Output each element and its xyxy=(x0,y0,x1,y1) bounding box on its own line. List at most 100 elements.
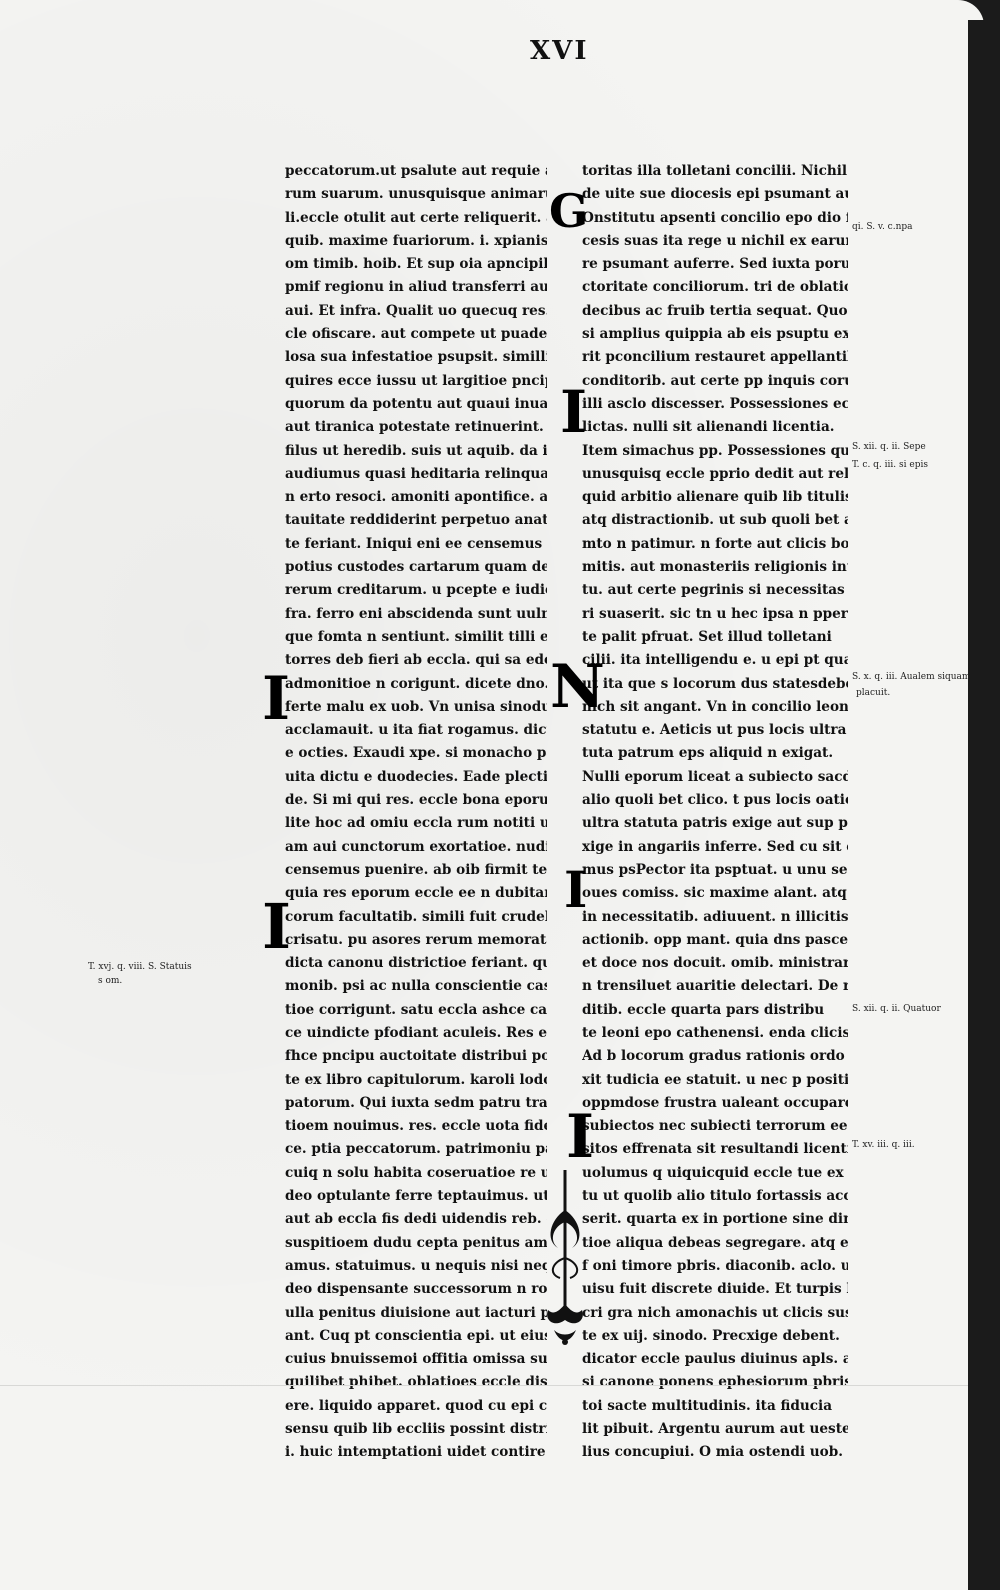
text-line-right: si amplius quippia ab eis psuptu extite xyxy=(582,326,848,343)
text-line-right: ut ita que s locorum dus statesdebet xyxy=(582,675,848,692)
page-edge-shadow xyxy=(968,20,984,1590)
text-line-left: aut ab eccla fis dedi uidendis reb. eccl… xyxy=(285,1211,547,1228)
text-line-left: corum facultatib. simili fuit crudelitat… xyxy=(285,908,547,925)
text-line-right: toi sacte multitudinis. ita fiducia xyxy=(582,1397,833,1414)
text-line-right: re psumant auferre. Sed iuxta porum au xyxy=(582,256,848,273)
initial-i-upper-right: I xyxy=(560,378,588,446)
initial-i-right-lower: I xyxy=(566,1102,595,1172)
text-line-left: ulla penitus diuisione aut iacturi pati xyxy=(285,1304,547,1321)
text-line-left: que fomta n sentiunt. similit tilli ex xyxy=(285,628,547,645)
text-line-left: losa sua infestatioe psupsit. simillit h… xyxy=(285,349,547,366)
text-line-left: lite hoc ad omiu eccla rum notiti uadit. xyxy=(285,815,547,832)
text-line-left: tioem nouimus. res. eccle uota fidelu xyxy=(285,1118,547,1135)
text-line-right: oppmdose frustra ualeant occupare xyxy=(582,1094,848,1111)
text-line-left: pmif regionu in aliud transferri aut xyxy=(285,279,547,296)
text-line-right: tu. aut certe pegrinis si necessitas lar… xyxy=(582,582,848,599)
text-line-right: uolumus q uiquicquid eccle tue ex reddi xyxy=(582,1164,848,1181)
text-line-left: deo optulante ferre teptauimus. ut xyxy=(285,1188,547,1205)
text-line-left: fra. ferro eni abscidenda sunt uulneri. xyxy=(285,605,547,622)
text-line-left: quires ecce iussu ut largitioe pncipu ut xyxy=(285,372,547,389)
text-line-left: ferte malu ex uob. Vn unisa sinodus surg… xyxy=(285,698,547,715)
text-line-left: ce uindicte pfodiant aculeis. Res eccla xyxy=(285,1024,547,1041)
margin-note-left-1a: T. xvj. q. viii. S. Statuis xyxy=(88,962,192,972)
text-line-right: tu ut quolib alio titulo fortassis acces xyxy=(582,1188,848,1205)
text-line-left: fhce pncipu auctoitate distribui poss xyxy=(285,1048,547,1065)
text-line-right: sitos effrenata sit resultandi licentia. xyxy=(582,1141,848,1158)
text-line-right: statutu e. Aeticis ut pus locis ultra st… xyxy=(582,722,848,739)
margin-note-right-1: qi. S. v. c.npa xyxy=(852,222,913,232)
text-line-left: dicta canonu districtioe feriant. quqi xyxy=(285,955,547,972)
text-line-right: tuta patrum eps aliquid n exigat. xyxy=(582,745,834,762)
margin-note-right-4: S. xii. q. ii. Quatuor xyxy=(852,1004,941,1014)
text-line-right: f oni timore pbris. diaconib. aclo. ut xyxy=(582,1257,848,1274)
text-line-right: mitis. aut monasteriis religionis intuit… xyxy=(582,559,848,576)
text-line-right: alio quoli bet clico. t pus locis oation… xyxy=(582,792,848,809)
text-line-right: ctoritate conciliorum. tri de oblationib… xyxy=(582,279,848,296)
text-line-right: cesis suas ita rege u nichil ex earum iu xyxy=(582,232,848,249)
text-line-right: mto n patimur. n forte aut clicis bonoru… xyxy=(582,535,848,552)
margin-note-right-3b: placuit. xyxy=(856,688,891,698)
text-line-left: quia res eporum eccle ee n dubitant. sin xyxy=(285,885,547,902)
text-line-left: suspitioem dudu cepta penitus amoue xyxy=(285,1234,547,1251)
text-line-left: ere. liquido apparet. quod cu epi con xyxy=(285,1397,547,1414)
text-line-right: Ad b locorum gradus rationis ordo distin xyxy=(582,1048,848,1065)
text-line-left: peccatorum.ut psalute aut requie anima xyxy=(285,163,547,179)
text-line-left: om timib. hoib. Et sup oia apncipib. xyxy=(285,256,547,273)
text-line-right: Nulli eporum liceat a subiecto sacdote u… xyxy=(582,768,848,785)
text-line-left: cle ofiscare. aut compete ut puade piu xyxy=(285,326,547,343)
text-line-right: te leoni epo cathenensi. enda clicis. xyxy=(582,1024,848,1041)
text-line-right: ri suaserit. sic tn u hec ipsa n pperpet… xyxy=(582,605,848,622)
initial-i-left-upper: I xyxy=(262,664,291,734)
margin-note-left-1b: s om. xyxy=(98,976,123,986)
margin-note-right-3a: S. x. q. iii. Aualem siquam xyxy=(852,672,971,682)
text-line-left: e octies. Exaudi xpe. si monacho pape. xyxy=(285,745,547,762)
text-line-left: de. Si mi qui res. eccle bona eporum in xyxy=(285,792,547,809)
text-line-left: tioe corrigunt. satu eccla ashce canoni xyxy=(285,1001,547,1018)
text-line-left: i. huic intemptationi uidet contire auc xyxy=(285,1444,547,1461)
text-line-right: n trensiluet auaritie delectari. De red xyxy=(582,978,848,995)
text-line-right: Onstitutu apsenti concilio epo dio ferre… xyxy=(582,209,848,226)
page-crease xyxy=(0,1385,984,1386)
text-line-right: cri gra nich amonachis ut clicis sus xyxy=(582,1304,848,1321)
text-line-left: cuiq n solu habita coseruatioe re uere xyxy=(285,1164,547,1181)
text-line-left: censemus puenire. ab oib firmit teni. xyxy=(285,861,547,878)
text-line-left: sensu quib lib eccliis possint distribu xyxy=(285,1421,547,1438)
text-line-left: admonitioe n corigunt. dicete dno. au xyxy=(285,675,547,692)
text-line-right: de uite sue diocesis epi psumant au xyxy=(582,186,848,203)
text-line-right: toritas illa tolletani concilii. Nichil xyxy=(582,163,848,179)
text-line-right: ultra statuta patris exige aut sup posit… xyxy=(582,815,848,832)
margin-note-right-2a: S. xii. q. ii. Sepe xyxy=(852,442,926,452)
text-line-right: ditib. eccle quarta pars distribu xyxy=(582,1001,825,1018)
text-line-right: actionib. opp mant. quia dns pascere xyxy=(582,931,848,948)
text-line-left: quorum da potentu aut quaui inuasione xyxy=(285,395,547,412)
initial-i-left-lower: I xyxy=(262,890,292,963)
text-line-right: subiectos nec subiecti terrorum ee suos … xyxy=(582,1118,848,1135)
initial-g: G xyxy=(549,184,589,238)
text-line-right: et doce nos docuit. omib. ministrare. xyxy=(582,955,848,972)
text-line-right: rit pconcilium restauret appellantib. ip… xyxy=(582,349,848,366)
text-line-left: ant. Cuq pt conscientia epi. ut eius xyxy=(285,1327,547,1344)
text-line-right: xige in angariis inferre. Sed cu sit opt… xyxy=(582,838,848,855)
text-line-left: monib. psi ac nulla conscientie castiga xyxy=(285,978,547,995)
text-line-right: te ex uij. sinodo. Precxige debent. xyxy=(582,1327,840,1344)
text-line-right: unusquisq eccle pprio dedit aut reli xyxy=(582,465,848,482)
text-line-right: quid arbitio alienare quib lib titulis xyxy=(582,489,848,506)
text-line-left: rum suarum. unusquisque animarum uenerab… xyxy=(285,186,547,203)
text-line-right: te palit pfruat. Set illud tolletani xyxy=(582,628,832,645)
text-line-left: ce. ptia peccatorum. patrimoniu paupm xyxy=(285,1141,547,1158)
margin-note-right-2b: T. c. q. iii. si epis xyxy=(852,460,928,470)
text-line-left: deo dispensante successorum n ro tpibus xyxy=(285,1281,547,1298)
text-line-left: audiumus quasi heditaria relinquat xyxy=(285,465,547,482)
flourish-ornament xyxy=(547,1170,583,1345)
text-line-left: te ex libro capitulorum. karoli lodoici xyxy=(285,1071,547,1088)
text-line-left: amus. statuimus. u nequis nisi neq filio xyxy=(285,1257,547,1274)
text-line-right: conditorib. aut certe pp inquis corum si… xyxy=(582,372,848,389)
margin-note-right-5: T. xv. iii. q. iii. xyxy=(852,1140,915,1150)
text-line-right: mus psPector ita psptuat. u unu se s xyxy=(582,861,848,878)
text-line-right: serit. quarta ex in portione sine diminu xyxy=(582,1211,848,1228)
text-line-left: acclamauit. u ita fiat rogamus. dictum xyxy=(285,722,547,739)
text-line-left: uita dictu e duodecies. Eade plectit pen… xyxy=(285,768,547,785)
text-line-right: decibus ac fruib tertia sequat. Quod xyxy=(582,302,848,319)
text-line-right: dicator eccle paulus diuinus apls. ac xyxy=(582,1351,848,1368)
